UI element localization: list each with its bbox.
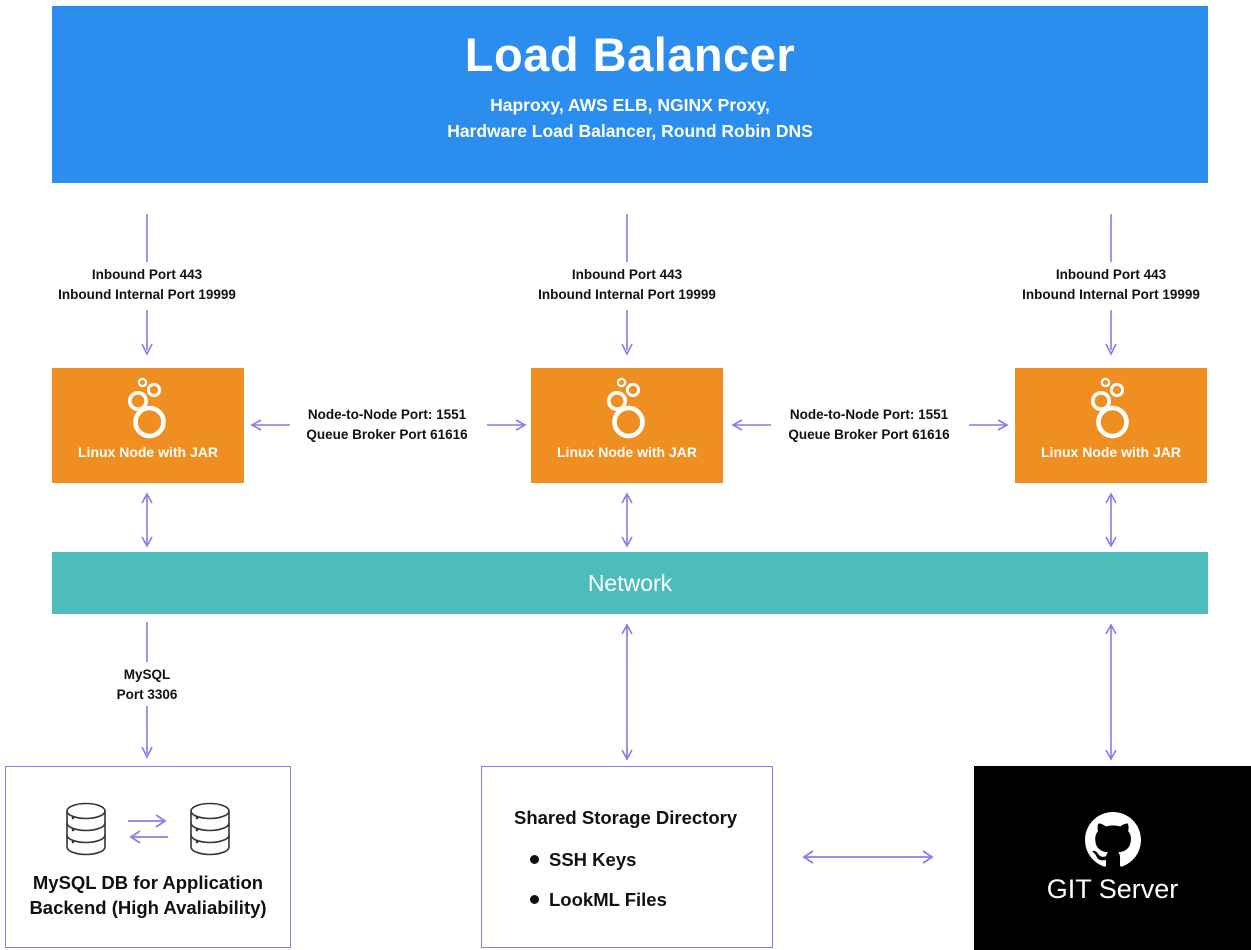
arrow-left-icon xyxy=(129,830,168,844)
inbound-label-1-line-1: Inbound Port 443 xyxy=(91,267,203,282)
node-1-to-network-arrow xyxy=(141,492,153,548)
mysql-link-line-1: MySQL xyxy=(123,667,171,682)
inbound-label-2-line-2: Inbound Internal Port 19999 xyxy=(538,286,716,302)
shared-storage-to-git-arrow xyxy=(802,850,934,864)
node-2-to-network-arrow xyxy=(621,492,633,548)
lb-to-node-1-stub-upper xyxy=(146,214,148,262)
node-link-2-label: Node-to-Node Port: 1551 Queue Broker Por… xyxy=(774,405,964,444)
linux-node-1[interactable]: Linux Node with JAR xyxy=(52,368,244,483)
inbound-label-3: Inbound Port 443 Inbound Internal Port 1… xyxy=(964,265,1251,304)
node-link-2-line-1: Node-to-Node Port: 1551 xyxy=(789,407,949,422)
network-to-git-server-arrow xyxy=(1105,623,1117,761)
shared-storage-box[interactable]: Shared Storage Directory SSH Keys LookML… xyxy=(481,766,773,948)
network-to-shared-storage-arrow xyxy=(621,623,633,761)
node-link-2-arrow-left xyxy=(731,419,771,431)
node-link-1-line-2: Queue Broker Port 61616 xyxy=(306,426,468,442)
network-label: Network xyxy=(587,569,673,596)
load-balancer-subtitle-line-2: Hardware Load Balancer, Round Robin DNS xyxy=(447,120,813,141)
inbound-label-3-line-2: Inbound Internal Port 19999 xyxy=(1022,286,1200,302)
bullet-icon xyxy=(530,895,539,904)
load-balancer-subtitle-line-1: Haproxy, AWS ELB, NGINX Proxy, xyxy=(490,95,770,116)
node-link-2-arrow-right xyxy=(969,419,1009,431)
lb-to-node-3-arrow xyxy=(1105,310,1117,356)
mysql-db-replication-row xyxy=(6,801,290,857)
lb-to-node-2-stub-upper xyxy=(626,214,628,262)
java-bubbles-icon xyxy=(1091,377,1129,439)
shared-storage-title: Shared Storage Directory xyxy=(514,807,738,828)
shared-storage-item-0-label: SSH Keys xyxy=(549,849,637,870)
java-bubbles-icon xyxy=(128,377,166,439)
database-cylinder-icon xyxy=(190,802,230,856)
linux-node-1-label: Linux Node with JAR xyxy=(78,444,218,460)
git-server-label: GIT Server xyxy=(1046,873,1179,904)
mysql-db-caption: MySQL DB for Application Backend (High A… xyxy=(6,871,290,921)
network-bar: Network xyxy=(52,552,1208,614)
node-link-1-arrow-right xyxy=(487,419,527,431)
node-link-1-line-1: Node-to-Node Port: 1551 xyxy=(307,407,467,422)
shared-storage-item-1-label: LookML Files xyxy=(549,889,667,910)
inbound-label-1: Inbound Port 443 Inbound Internal Port 1… xyxy=(0,265,294,304)
linux-node-2[interactable]: Linux Node with JAR xyxy=(531,368,723,483)
list-item: SSH Keys xyxy=(530,849,667,871)
database-cylinder-icon xyxy=(66,802,106,856)
linux-node-2-label: Linux Node with JAR xyxy=(557,444,697,460)
load-balancer-subtitle: Haproxy, AWS ELB, NGINX Proxy, Hardware … xyxy=(447,93,813,144)
inbound-label-3-line-1: Inbound Port 443 xyxy=(1055,267,1167,282)
node-link-1-label: Node-to-Node Port: 1551 Queue Broker Por… xyxy=(292,405,482,444)
mysql-link-line-2: Port 3306 xyxy=(116,686,178,702)
bullet-icon xyxy=(530,855,539,864)
list-item: LookML Files xyxy=(530,889,667,911)
mysql-db-caption-line-2: Backend (High Avaliability) xyxy=(29,896,267,918)
shared-storage-list: SSH Keys LookML Files xyxy=(530,849,667,929)
inbound-label-2-line-1: Inbound Port 443 xyxy=(571,267,683,282)
lb-to-node-2-arrow xyxy=(621,310,633,356)
node-3-to-network-arrow xyxy=(1105,492,1117,548)
mysql-db-box[interactable]: MySQL DB for Application Backend (High A… xyxy=(5,766,291,948)
arrow-right-icon xyxy=(128,814,167,828)
inbound-label-2: Inbound Port 443 Inbound Internal Port 1… xyxy=(480,265,774,304)
node-link-1-arrow-left xyxy=(250,419,290,431)
mysql-db-caption-line-1: MySQL DB for Application xyxy=(32,872,264,893)
lb-to-node-1-arrow xyxy=(141,310,153,356)
git-server-box[interactable]: GIT Server xyxy=(974,766,1251,950)
linux-node-3[interactable]: Linux Node with JAR xyxy=(1015,368,1207,483)
node-link-2-line-2: Queue Broker Port 61616 xyxy=(788,426,950,442)
network-to-mysql-arrow xyxy=(141,706,153,759)
lb-to-node-3-stub-upper xyxy=(1110,214,1112,262)
load-balancer-banner: Load Balancer Haproxy, AWS ELB, NGINX Pr… xyxy=(52,6,1208,183)
java-bubbles-icon xyxy=(607,377,645,439)
mysql-link-label: MySQL Port 3306 xyxy=(52,665,242,704)
inbound-label-1-line-2: Inbound Internal Port 19999 xyxy=(58,286,236,302)
mysql-replication-arrows xyxy=(128,814,168,844)
load-balancer-title: Load Balancer xyxy=(464,28,796,81)
github-octocat-icon xyxy=(1084,811,1141,867)
network-to-mysql-stub xyxy=(146,622,148,662)
linux-node-3-label: Linux Node with JAR xyxy=(1041,444,1181,460)
